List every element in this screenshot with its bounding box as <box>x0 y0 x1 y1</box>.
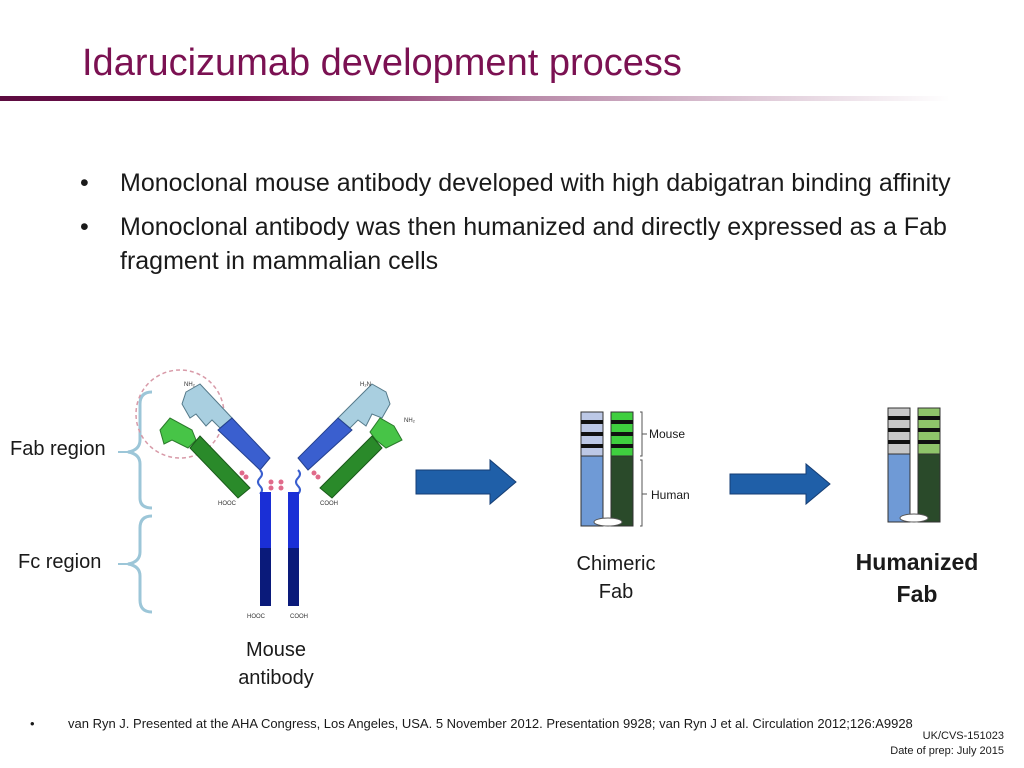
human-segment-label: Human <box>651 488 690 502</box>
date-of-prep: Date of prep: July 2015 <box>890 745 1004 757</box>
right-variable-heavy-domain <box>369 417 403 449</box>
disulfide-bond-icon <box>278 479 284 485</box>
disulfide-bond-icon <box>278 485 284 491</box>
document-code: UK/CVS-151023 <box>922 730 1004 742</box>
hinge-right <box>295 469 301 495</box>
footnote-bullet: • <box>30 716 35 731</box>
terminus-cooh-left: COOH <box>320 501 338 507</box>
left-light-chain <box>189 435 251 499</box>
terminus-h2n-right: H₂N <box>360 382 371 388</box>
disulfide-bond-icon <box>239 470 245 476</box>
arrow-icon <box>415 458 517 506</box>
arrow-icon <box>729 462 831 506</box>
fc-left-lower <box>260 548 271 606</box>
bullet-dot: • <box>80 213 89 241</box>
bullet-dot: • <box>80 169 89 197</box>
fc-left-upper <box>260 492 271 548</box>
fc-right-lower <box>288 548 299 606</box>
humanized-fab-caption: Humanized Fab <box>855 549 979 607</box>
title-underline <box>0 96 950 101</box>
humanized-linker <box>899 513 929 523</box>
mouse-antibody-caption: Mouse antibody <box>238 639 314 689</box>
bullet-text: Monoclonal antibody was then humanized a… <box>120 213 947 275</box>
humanized-fab-graphic <box>887 407 941 523</box>
bullet-text: Monoclonal mouse antibody developed with… <box>120 169 951 197</box>
hinge-left <box>257 469 263 495</box>
human-bracket <box>640 459 643 527</box>
chimeric-heavy-chain-constant <box>610 455 634 527</box>
terminus-hooc-bottom: HOOC <box>247 614 266 620</box>
left-heavy-chain <box>217 417 271 471</box>
chimeric-linker <box>593 517 623 527</box>
fc-region-label: Fc region <box>18 551 102 573</box>
right-light-chain <box>319 435 383 499</box>
terminus-hooc-left: HOOC <box>218 501 237 507</box>
terminus-nh2-right: NH₂ <box>404 418 416 424</box>
mouse-bracket <box>640 411 643 457</box>
disulfide-bond-icon <box>311 470 317 476</box>
chimeric-fab-caption: Chimeric Fab <box>576 553 656 603</box>
terminus-nh2-left: NH₂ <box>184 382 196 388</box>
footnote: • van Ryn J. Presented at the AHA Congres… <box>30 716 913 731</box>
disulfide-bond-icon <box>268 479 274 485</box>
chimeric-fab-graphic <box>580 411 634 527</box>
right-heavy-chain <box>297 417 353 471</box>
terminus-cooh-bottom: COOH <box>290 614 308 620</box>
disulfide-bond-icon <box>268 485 274 491</box>
disulfide-bond-icon <box>243 474 249 480</box>
disulfide-bond-icon <box>315 474 321 480</box>
chimeric-light-chain-constant <box>580 455 604 527</box>
fc-region-brace <box>127 514 153 614</box>
slide-title: Idarucizumab development process <box>82 42 682 84</box>
fab-region-brace <box>127 390 153 510</box>
humanized-heavy-chain-constant <box>917 453 941 523</box>
humanized-light-chain-constant <box>887 453 911 523</box>
fab-region-label: Fab region <box>10 438 106 460</box>
fc-right-upper <box>288 492 299 548</box>
bullet-item: • Monoclonal antibody was then humanized… <box>80 210 960 278</box>
left-variable-light-domain <box>181 383 233 429</box>
left-variable-heavy-domain <box>159 417 197 449</box>
bullet-item: • Monoclonal mouse antibody developed wi… <box>80 166 960 200</box>
footnote-text: van Ryn J. Presented at the AHA Congress… <box>68 716 913 731</box>
bullet-list: • Monoclonal mouse antibody developed wi… <box>80 166 960 288</box>
mouse-segment-label: Mouse <box>649 427 686 441</box>
